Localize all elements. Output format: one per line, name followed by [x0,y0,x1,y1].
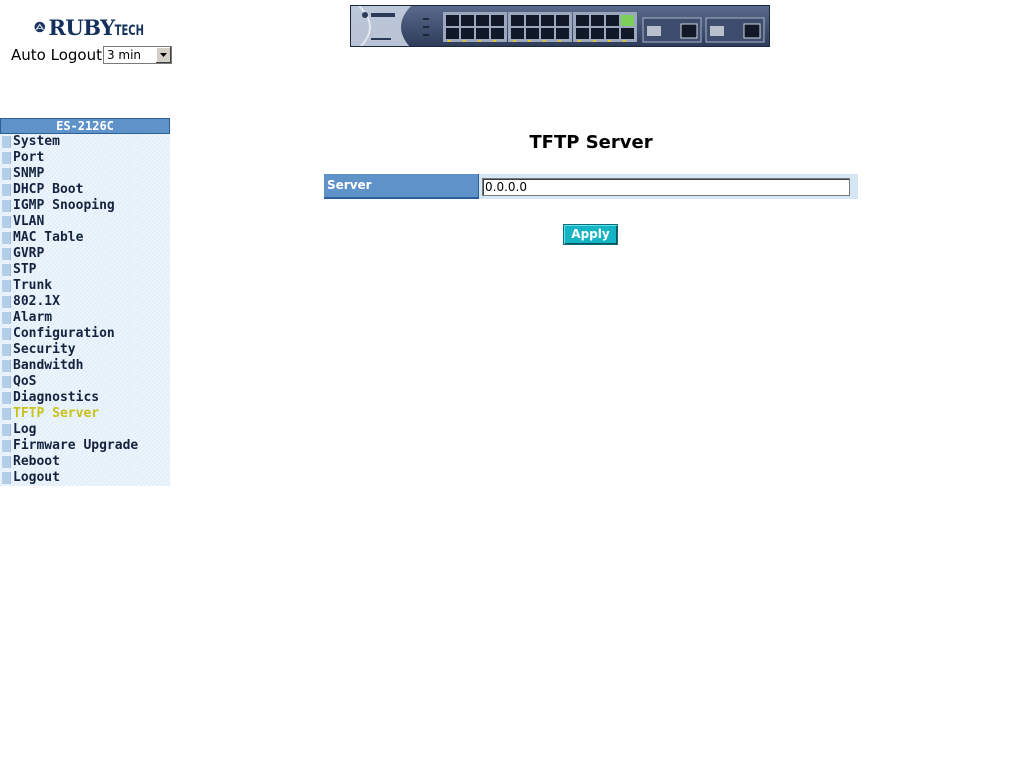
sidebar-item-stp[interactable]: STP [0,262,170,278]
sidebar-item-port[interactable]: Port [0,150,170,166]
sidebar-item-label: 802.1X [13,294,60,309]
menu-bullet-icon [2,424,11,436]
sidebar-item-qos[interactable]: QoS [0,374,170,390]
sidebar-item-label: Trunk [13,278,53,293]
sidebar-item-configuration[interactable]: Configuration [0,326,170,342]
menu-bullet-icon [2,376,11,388]
logo-text: RUBY [48,14,115,40]
menu-bullet-icon [2,248,11,260]
sidebar-item-label: STP [13,262,37,277]
auto-logout: Auto Logout 3 min [11,45,172,65]
menu-bullet-icon [2,456,11,468]
rubytech-logo: RUBY TECH [34,12,144,42]
menu-bullet-icon [2,392,11,404]
sidebar-item-label: QoS [13,374,37,389]
sidebar-item-label: Port [13,150,45,165]
sidebar-item-label: SNMP [13,166,45,181]
auto-logout-label: Auto Logout [11,46,102,64]
apply-button[interactable]: Apply [563,224,618,245]
sidebar-item-tftp-server[interactable]: TFTP Server [0,406,170,422]
menu-bullet-icon [2,312,11,324]
menu-header: ES-2126C [0,118,170,134]
menu-bullet-icon [2,232,11,244]
logo-globe-icon [34,21,46,33]
page-title: TFTP Server [529,132,653,153]
sidebar-item-vlan[interactable]: VLAN [0,214,170,230]
sidebar-item-bandwitdh[interactable]: Bandwitdh [0,358,170,374]
sidebar-item-snmp[interactable]: SNMP [0,166,170,182]
sidebar-item-label: IGMP Snooping [13,198,115,213]
sidebar-item-diagnostics[interactable]: Diagnostics [0,390,170,406]
switch-banner-image [350,5,770,47]
sidebar-item-label: TFTP Server [13,406,100,421]
menu-bullet-icon [2,328,11,340]
sidebar-item-label: Reboot [13,454,60,469]
sidebar-item-alarm[interactable]: Alarm [0,310,170,326]
sidebar-item-label: DHCP Boot [13,182,84,197]
menu-bullet-icon [2,280,11,292]
sidebar-item-label: Log [13,422,37,437]
menu-bullet-icon [2,152,11,164]
sidebar-item-security[interactable]: Security [0,342,170,358]
sidebar-item-system[interactable]: System [0,134,170,150]
menu-bullet-icon [2,472,11,484]
menu-bullet-icon [2,216,11,228]
sidebar-item-label: Diagnostics [13,390,100,405]
sidebar-item-label: MAC Table [13,230,84,245]
menu-bullet-icon [2,184,11,196]
sidebar-item-label: Alarm [13,310,53,325]
menu-bullet-icon [2,408,11,420]
sidebar-item-label: Firmware Upgrade [13,438,139,453]
sidebar-item-label: VLAN [13,214,45,229]
sidebar-item-mac-table[interactable]: MAC Table [0,230,170,246]
sidebar-item-802-1x[interactable]: 802.1X [0,294,170,310]
menu-bullet-icon [2,360,11,372]
sidebar-item-igmp-snooping[interactable]: IGMP Snooping [0,198,170,214]
menu-bullet-icon [2,440,11,452]
sidebar-item-label: Configuration [13,326,115,341]
auto-logout-select[interactable]: 3 min [102,46,172,64]
sidebar-item-dhcp-boot[interactable]: DHCP Boot [0,182,170,198]
sidebar-item-gvrp[interactable]: GVRP [0,246,170,262]
menu-bullet-icon [2,200,11,212]
sidebar-item-label: System [13,134,60,149]
sidebar-item-label: Logout [13,470,60,485]
sidebar-item-firmware-upgrade[interactable]: Firmware Upgrade [0,438,170,454]
chevron-down-icon[interactable] [154,47,171,63]
server-field-cell [479,174,858,199]
sidebar-item-logout[interactable]: Logout [0,470,170,486]
menu-bullet-icon [2,296,11,308]
menu-bullet-icon [2,344,11,356]
sidebar-item-log[interactable]: Log [0,422,170,438]
menu-bullet-icon [2,168,11,180]
menu-bullet-icon [2,264,11,276]
sidebar-item-reboot[interactable]: Reboot [0,454,170,470]
logo-subtext: TECH [114,23,144,39]
server-input[interactable] [482,177,850,196]
auto-logout-value: 3 min [106,48,142,62]
sidebar-item-label: Bandwitdh [13,358,84,373]
sidebar-item-trunk[interactable]: Trunk [0,278,170,294]
sidebar-item-label: GVRP [13,246,45,261]
sidebar-item-label: Security [13,342,76,357]
server-label: Server [324,174,479,199]
tftp-form: Server [324,174,858,199]
menu-bullet-icon [2,136,11,148]
